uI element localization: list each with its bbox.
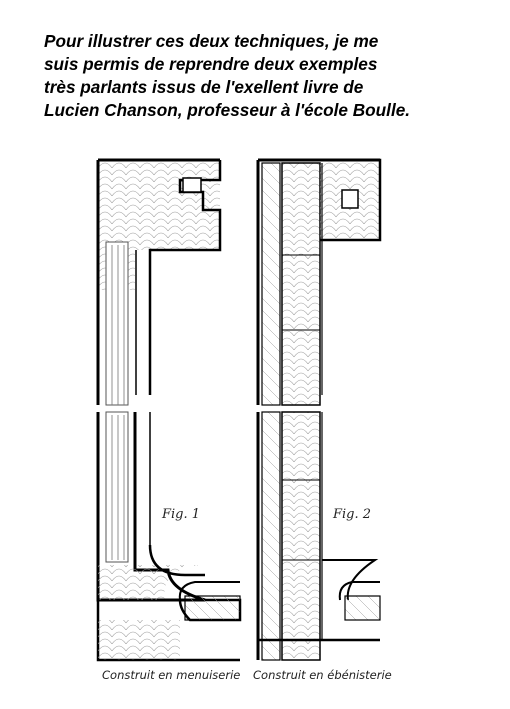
intro-line-1: Pour illustrer ces deux techniques, je m… xyxy=(44,31,379,51)
intro-line-2: suis permis de reprendre deux exemples xyxy=(44,54,378,74)
figure-2-caption: Construit en ébénisterie xyxy=(253,668,392,682)
intro-line-3: très parlants issus de l'exellent livre … xyxy=(44,77,364,97)
figure-1-drawing xyxy=(96,158,242,662)
figure-1-label: Fig. 1 xyxy=(162,507,201,522)
intro-line-4: Lucien Chanson, professeur à l'école Bou… xyxy=(44,100,411,120)
figure-2-drawing xyxy=(256,158,382,661)
figure-2-label: Fig. 2 xyxy=(333,507,372,522)
figure-1-caption: Construit en menuiserie xyxy=(102,668,241,682)
intro-text: Pour illustrer ces deux techniques, je m… xyxy=(44,30,484,122)
